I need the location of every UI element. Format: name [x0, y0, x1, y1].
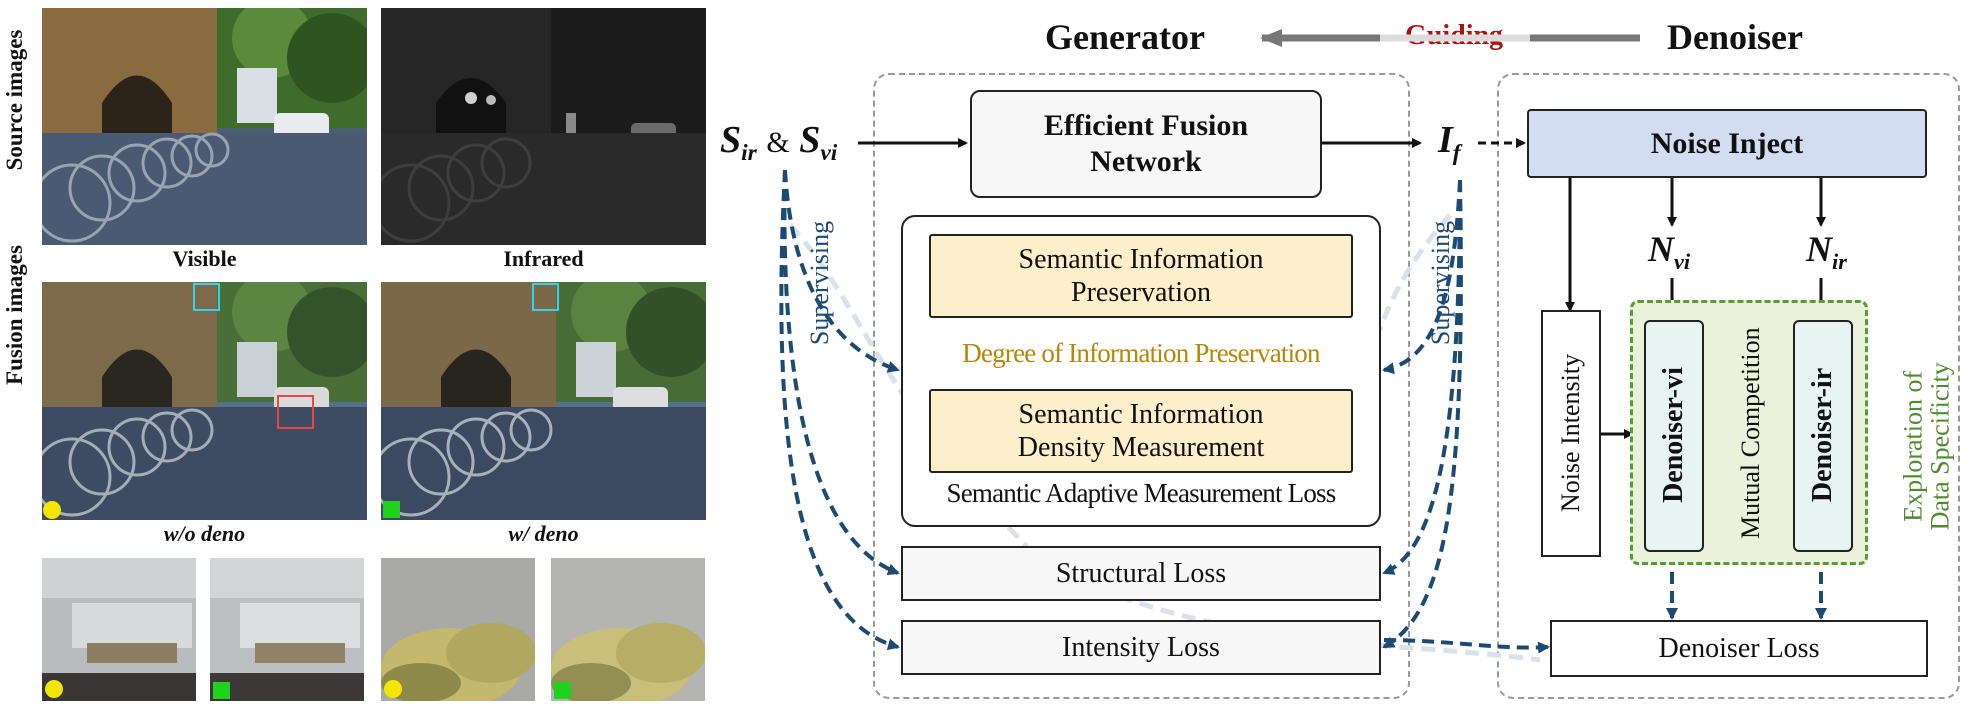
denoiser-vi-box	[1644, 320, 1704, 552]
intensity-loss-box: Intensity Loss	[901, 620, 1381, 675]
generator-region	[873, 73, 1410, 699]
generator-title: Generator	[1045, 17, 1205, 57]
denoiser-loss-box: Denoiser Loss	[1550, 620, 1928, 677]
supervising-label-right: Supervising	[1426, 220, 1455, 346]
visible-caption: Visible	[172, 246, 237, 271]
noise-ir-label: Nir	[1806, 229, 1847, 274]
fused-image-label: If	[1438, 119, 1461, 167]
fusion-with-deno-image	[381, 282, 706, 520]
noise-intensity-box	[1541, 310, 1601, 557]
structural-loss-box: Structural Loss	[901, 546, 1381, 601]
supervising-label-left: Supervising	[805, 220, 834, 346]
denoiser-ir-box	[1793, 320, 1853, 552]
crop-tree-without-deno	[381, 558, 535, 701]
without-deno-caption: w/o deno	[163, 521, 246, 546]
crop-car-without-deno	[42, 558, 196, 701]
yellow-marker	[43, 501, 61, 519]
source-inputs-label: Sir & Svi	[720, 119, 838, 167]
crop-tree-with-deno	[551, 558, 705, 701]
denoiser-title: Denoiser	[1667, 17, 1803, 57]
semantic-information-preservation-box: Semantic Information Preservation	[929, 234, 1353, 318]
denoiser-ir-label: Denoiser-ir	[1807, 367, 1838, 503]
with-deno-caption: w/ deno	[508, 521, 579, 546]
denoiser-region	[1497, 73, 1960, 699]
fusion-without-deno-image	[42, 282, 367, 520]
infrared-caption: Infrared	[503, 246, 584, 271]
infrared-source-image	[381, 8, 706, 245]
degree-of-information-preservation-label: Degree of Information Preservation	[962, 338, 1320, 368]
noise-inject-box: Noise Inject	[1527, 109, 1927, 178]
efficient-fusion-network-box: Efficient Fusion Network	[970, 90, 1322, 198]
denoiser-vi-label: Denoiser-vi	[1658, 367, 1689, 503]
green-marker	[383, 501, 400, 518]
crop-car-with-deno	[210, 558, 364, 701]
noise-vi-label: Nvi	[1648, 229, 1691, 274]
visible-source-image	[42, 8, 367, 245]
mutual-competition-label: Mutual Competition	[1736, 327, 1765, 539]
semantic-information-density-box: Semantic Information Density Measurement	[929, 389, 1353, 473]
noise-intensity-label: Noise Intensity	[1556, 353, 1585, 513]
exploration-label: Exploration of Data Specificity	[1898, 362, 1955, 531]
sam-loss-label: Semantic Adaptive Measurement Loss	[946, 478, 1337, 508]
